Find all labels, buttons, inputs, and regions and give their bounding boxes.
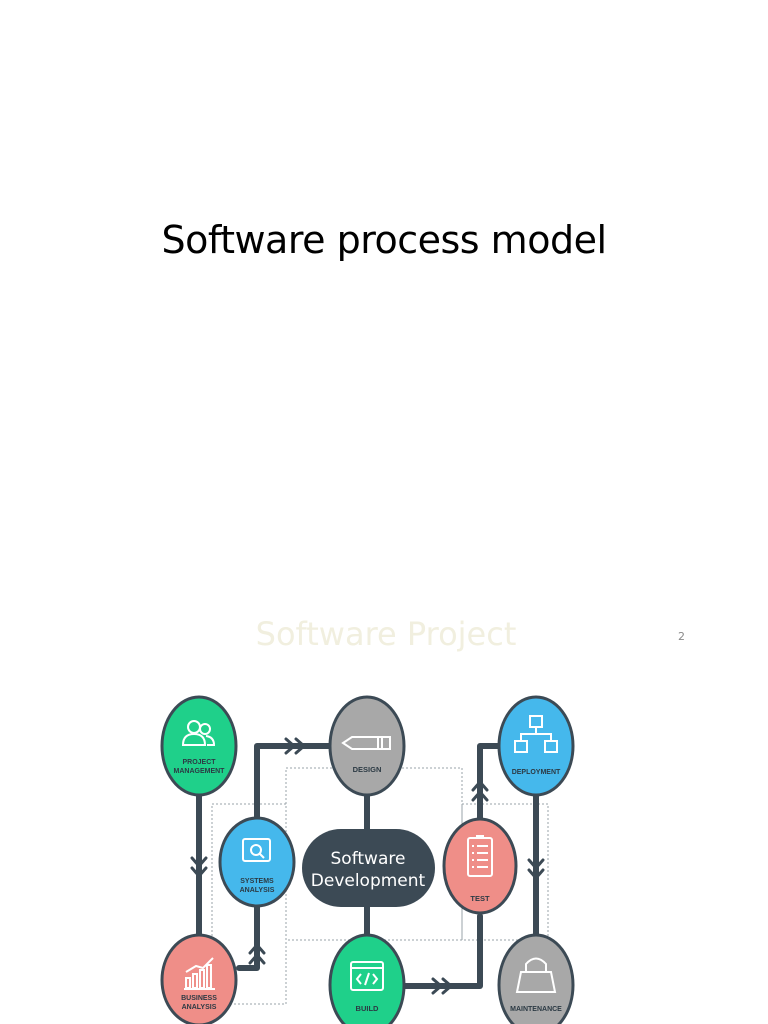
connector-ba-sa bbox=[236, 903, 260, 971]
node-label-line1: MAINTENANCE bbox=[510, 1006, 562, 1013]
node-label-line1: TEST bbox=[470, 894, 490, 903]
chevron-up-icon bbox=[248, 953, 266, 965]
node-deployment: DEPLOYMENT bbox=[497, 695, 575, 797]
connector-sa-design bbox=[254, 743, 333, 823]
people-icon bbox=[181, 720, 216, 746]
chevron-down-icon bbox=[190, 866, 208, 878]
chevron-right-icon bbox=[431, 977, 443, 995]
chevron-right-icon bbox=[441, 977, 453, 995]
connectors bbox=[196, 743, 539, 989]
checklist-icon bbox=[467, 835, 493, 877]
slide-title: Software process model bbox=[161, 218, 607, 262]
node-label-line2: MANAGEMENT bbox=[174, 768, 226, 775]
node-label-line1: BUSINESS bbox=[181, 995, 217, 1002]
chevron-down-icon bbox=[190, 856, 208, 868]
code-window-icon bbox=[350, 961, 384, 991]
chevron-right-icon bbox=[294, 737, 306, 755]
node-label-line1: DEPLOYMENT bbox=[512, 769, 561, 776]
center-label-line1: Software bbox=[331, 849, 406, 869]
node-maintenance: MAINTENANCE bbox=[497, 933, 575, 1024]
bar-chart-icon bbox=[184, 957, 215, 990]
chevrons bbox=[190, 737, 545, 995]
center-node: Software Development bbox=[302, 829, 435, 907]
slide-footer: Software Project bbox=[255, 615, 517, 653]
connector-build-test bbox=[401, 913, 483, 989]
chevron-right-icon bbox=[284, 737, 296, 755]
node-label-line1: SYSTEMS bbox=[240, 878, 274, 885]
chevron-down-icon bbox=[527, 868, 545, 880]
chevron-up-icon bbox=[471, 780, 489, 792]
node-label-line1: PROJECT bbox=[182, 759, 216, 766]
magnifier-screen-icon bbox=[242, 838, 271, 862]
connector-test-deploy bbox=[477, 743, 501, 823]
center-label-line2: Development bbox=[311, 871, 426, 891]
page-number: 2 bbox=[678, 630, 685, 643]
chevron-up-icon bbox=[248, 943, 266, 955]
node-systems-analysis: SYSTEMS ANALYSIS bbox=[218, 816, 296, 908]
chevron-down-icon bbox=[527, 858, 545, 870]
chevron-up-icon bbox=[471, 790, 489, 802]
node-label-line1: BUILD bbox=[356, 1004, 379, 1013]
node-project-management: PROJECT MANAGEMENT bbox=[160, 695, 238, 797]
node-label-line2: ANALYSIS bbox=[182, 1004, 217, 1011]
node-build: BUILD bbox=[328, 933, 406, 1024]
node-label-line2: ANALYSIS bbox=[240, 887, 275, 894]
pencil-icon bbox=[341, 736, 391, 750]
network-icon bbox=[514, 715, 558, 753]
node-business-analysis: BUSINESS ANALYSIS bbox=[160, 933, 238, 1024]
node-test: TEST bbox=[442, 817, 518, 915]
lock-icon bbox=[515, 957, 557, 993]
node-label-line1: DESIGN bbox=[353, 765, 382, 774]
node-design: DESIGN bbox=[328, 695, 406, 797]
